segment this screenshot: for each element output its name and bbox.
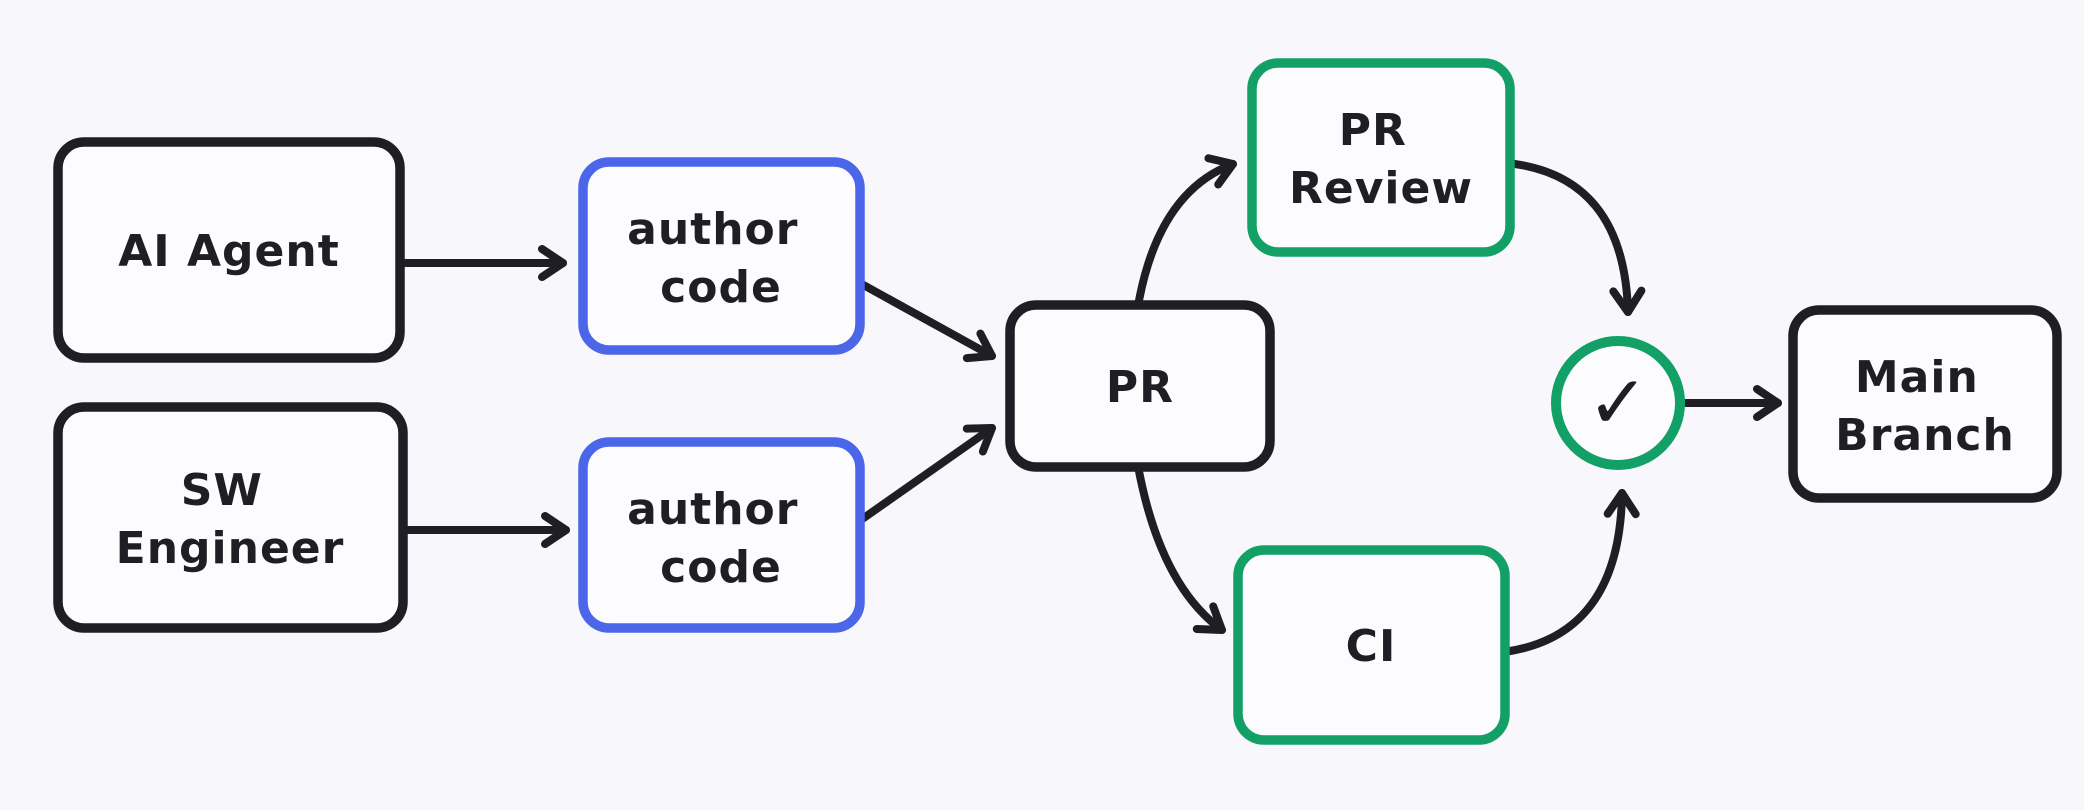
arrow-author-code-top-to-pr	[854, 278, 996, 363]
author-code-top-line2: code	[660, 262, 782, 313]
main-branch-line1: Main	[1855, 352, 1979, 403]
arrow-ci-to-check	[1500, 489, 1640, 656]
arrow-pr-review-to-check	[1503, 159, 1646, 316]
ci-label: CI	[1346, 621, 1397, 672]
pr-review-line2: Review	[1289, 163, 1473, 214]
pr-box	[1005, 300, 1275, 472]
node-author-code-bottom: author code	[578, 437, 865, 633]
check-icon: ✓	[1587, 360, 1649, 446]
sw-engineer-line2: Engineer	[116, 523, 345, 574]
author-code-bottom-line2: code	[660, 542, 782, 593]
node-approval-check: ✓	[1551, 336, 1685, 470]
author-code-bottom-line1: author	[627, 484, 798, 535]
ci-box	[1233, 545, 1510, 745]
approval-circle	[1551, 336, 1685, 470]
author-code-bottom-box	[578, 437, 865, 633]
node-sw-engineer: SW Engineer	[53, 402, 408, 633]
pr-review-line1: PR	[1339, 105, 1407, 156]
ai-agent-box	[53, 137, 405, 363]
ai-agent-label: AI Agent	[118, 226, 340, 277]
sw-engineer-label: SW Engineer	[116, 465, 345, 574]
arrow-pr-to-pr-review	[1134, 154, 1237, 310]
node-ai-agent: AI Agent	[53, 137, 405, 363]
author-code-bottom-label: author code	[627, 484, 815, 593]
sw-engineer-line1: SW	[181, 465, 263, 516]
arrow-pr-to-ci	[1134, 462, 1226, 634]
node-main-branch: Main Branch	[1788, 305, 2062, 503]
main-branch-line2: Branch	[1835, 410, 2015, 461]
node-ci: CI	[1233, 545, 1510, 745]
node-pr: PR	[1005, 300, 1275, 472]
node-pr-review: PR Review	[1247, 58, 1515, 257]
pr-review-box	[1247, 58, 1515, 257]
pr-review-label: PR Review	[1289, 105, 1473, 214]
pr-label: PR	[1106, 362, 1174, 413]
main-branch-label: Main Branch	[1835, 352, 2015, 461]
arrow-author-code-bottom-to-pr	[854, 424, 996, 526]
author-code-top-line1: author	[627, 204, 798, 255]
author-code-top-box	[578, 157, 865, 355]
sw-engineer-box	[53, 402, 408, 633]
main-branch-box	[1788, 305, 2062, 503]
node-author-code-top: author code	[578, 157, 865, 355]
author-code-top-label: author code	[627, 204, 815, 313]
